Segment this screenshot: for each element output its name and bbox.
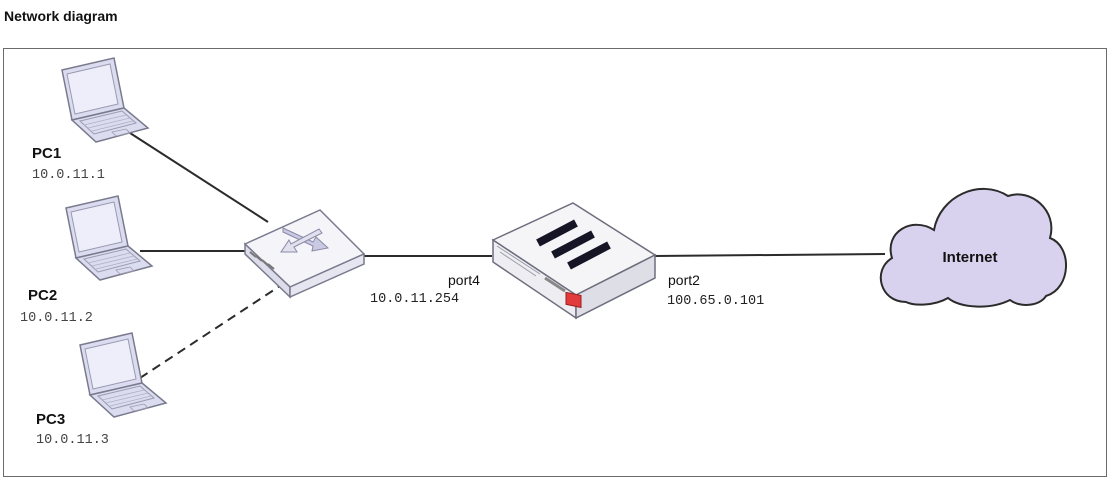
link-firewall-internet <box>654 253 886 257</box>
pc2-name: PC2 <box>28 287 57 304</box>
firewall-appliance-icon <box>491 202 657 320</box>
laptop-icon-pc2 <box>65 195 153 281</box>
port4-ip: 10.0.11.254 <box>370 292 459 307</box>
port2-name: port2 <box>668 272 700 288</box>
pc3-ip: 10.0.11.3 <box>36 433 109 448</box>
laptop-icon-pc3 <box>79 332 167 418</box>
internet-label: Internet <box>942 249 997 266</box>
network-switch-icon <box>243 209 366 299</box>
laptop-icon-pc1 <box>61 57 149 143</box>
pc1-ip: 10.0.11.1 <box>32 168 105 183</box>
port4-name: port4 <box>448 272 480 288</box>
pc1-name: PC1 <box>32 145 61 162</box>
port2-ip: 100.65.0.101 <box>667 294 764 309</box>
diagram-frame <box>3 48 1107 477</box>
cloud-icon <box>879 187 1067 308</box>
page-title: Network diagram <box>4 8 118 24</box>
link-pc3-switch <box>139 281 287 379</box>
pc2-ip: 10.0.11.2 <box>20 311 93 326</box>
link-pc1-switch <box>129 132 269 223</box>
pc3-name: PC3 <box>36 411 65 428</box>
